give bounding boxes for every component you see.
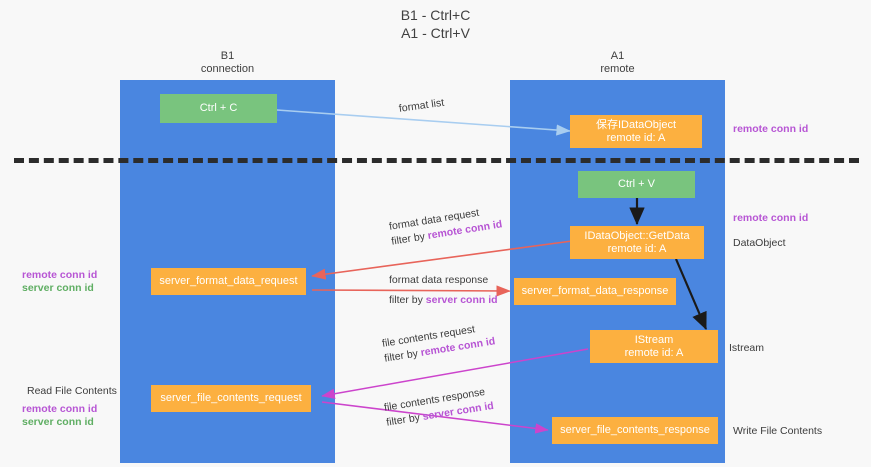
annotation-left-server-conn-id-mid: server conn id: [22, 282, 94, 294]
edge-label-format-list: format list: [398, 96, 445, 117]
lane-header-a1-line2: remote: [600, 63, 635, 75]
node-ctrl-v[interactable]: Ctrl + V: [578, 171, 695, 198]
lane-header-b1-line1: B1: [220, 50, 235, 62]
edge-label-format-data-response-highlight: server conn id: [425, 294, 498, 306]
node-server-file-contents-request-label: server_file_contents_request: [160, 392, 302, 404]
phase-divider: [14, 158, 859, 163]
node-istream-line1: IStream: [634, 333, 674, 346]
node-ctrl-c[interactable]: Ctrl + C: [160, 94, 277, 123]
node-server-format-data-response[interactable]: server_format_data_response: [514, 278, 676, 305]
node-getdata[interactable]: IDataObject::GetData remote id: A: [570, 226, 704, 259]
title-line-2: A1 - Ctrl+V: [401, 25, 470, 41]
node-server-file-contents-response[interactable]: server_file_contents_response: [552, 417, 718, 444]
node-getdata-line1: IDataObject::GetData: [584, 229, 690, 242]
node-ctrl-c-line1: Ctrl + C: [199, 102, 238, 114]
annotation-dataobject: DataObject: [733, 237, 786, 249]
lane-header-a1-line1: A1: [610, 50, 625, 62]
node-save-idataobject-line1: 保存IDataObject: [595, 118, 677, 131]
annotation-istream: Istream: [729, 342, 765, 354]
diagram-title: B1 - Ctrl+C A1 - Ctrl+V: [0, 6, 871, 42]
annotation-left-remote-conn-id-bot: remote conn id: [22, 403, 98, 415]
edge-label-format-list-line1: format list: [398, 96, 445, 115]
lane-header-b1: B1 connection: [120, 50, 335, 76]
edge-label-file-contents-response: file contents response filter by server …: [383, 384, 495, 431]
node-server-format-data-request-label: server_format_data_request: [159, 275, 298, 287]
node-server-file-contents-request[interactable]: server_file_contents_request: [151, 385, 311, 412]
node-ctrl-v-line1: Ctrl + V: [618, 178, 655, 190]
edge-label-format-data-request: format data request filter by remote con…: [388, 202, 503, 249]
node-server-file-contents-response-label: server_file_contents_response: [560, 424, 710, 436]
edge-label-file-contents-request: file contents request filter by remote c…: [381, 319, 496, 366]
node-istream[interactable]: IStream remote id: A: [590, 330, 718, 363]
node-istream-line2: remote id: A: [624, 346, 684, 359]
edge-label-format-data-response-line1: format data response: [389, 274, 489, 286]
annotation-read-file-contents: Read File Contents: [27, 385, 117, 397]
annotation-write-file-contents: Write File Contents: [733, 425, 823, 437]
node-save-idataobject-line2: remote id: A: [606, 131, 666, 144]
edge-label-format-data-response: format data response filter by server co…: [389, 273, 498, 308]
annotation-remote-conn-id-top: remote conn id: [733, 123, 809, 135]
node-save-idataobject[interactable]: 保存IDataObject remote id: A: [570, 115, 702, 148]
annotation-left-remote-conn-id-mid: remote conn id: [22, 269, 98, 281]
lane-header-a1: A1 remote: [510, 50, 725, 76]
title-line-1: B1 - Ctrl+C: [400, 7, 471, 23]
annotation-remote-conn-id-mid: remote conn id: [733, 212, 809, 224]
node-server-format-data-request[interactable]: server_format_data_request: [151, 268, 306, 295]
edge-label-format-data-response-prefix: filter by: [389, 294, 426, 306]
node-server-format-data-response-label: server_format_data_response: [521, 285, 669, 297]
lane-header-b1-line2: connection: [200, 63, 255, 75]
node-getdata-line2: remote id: A: [607, 242, 667, 255]
annotation-left-server-conn-id-bot: server conn id: [22, 416, 94, 428]
edge-label-format-data-response-line2: filter by server conn id: [389, 293, 498, 308]
